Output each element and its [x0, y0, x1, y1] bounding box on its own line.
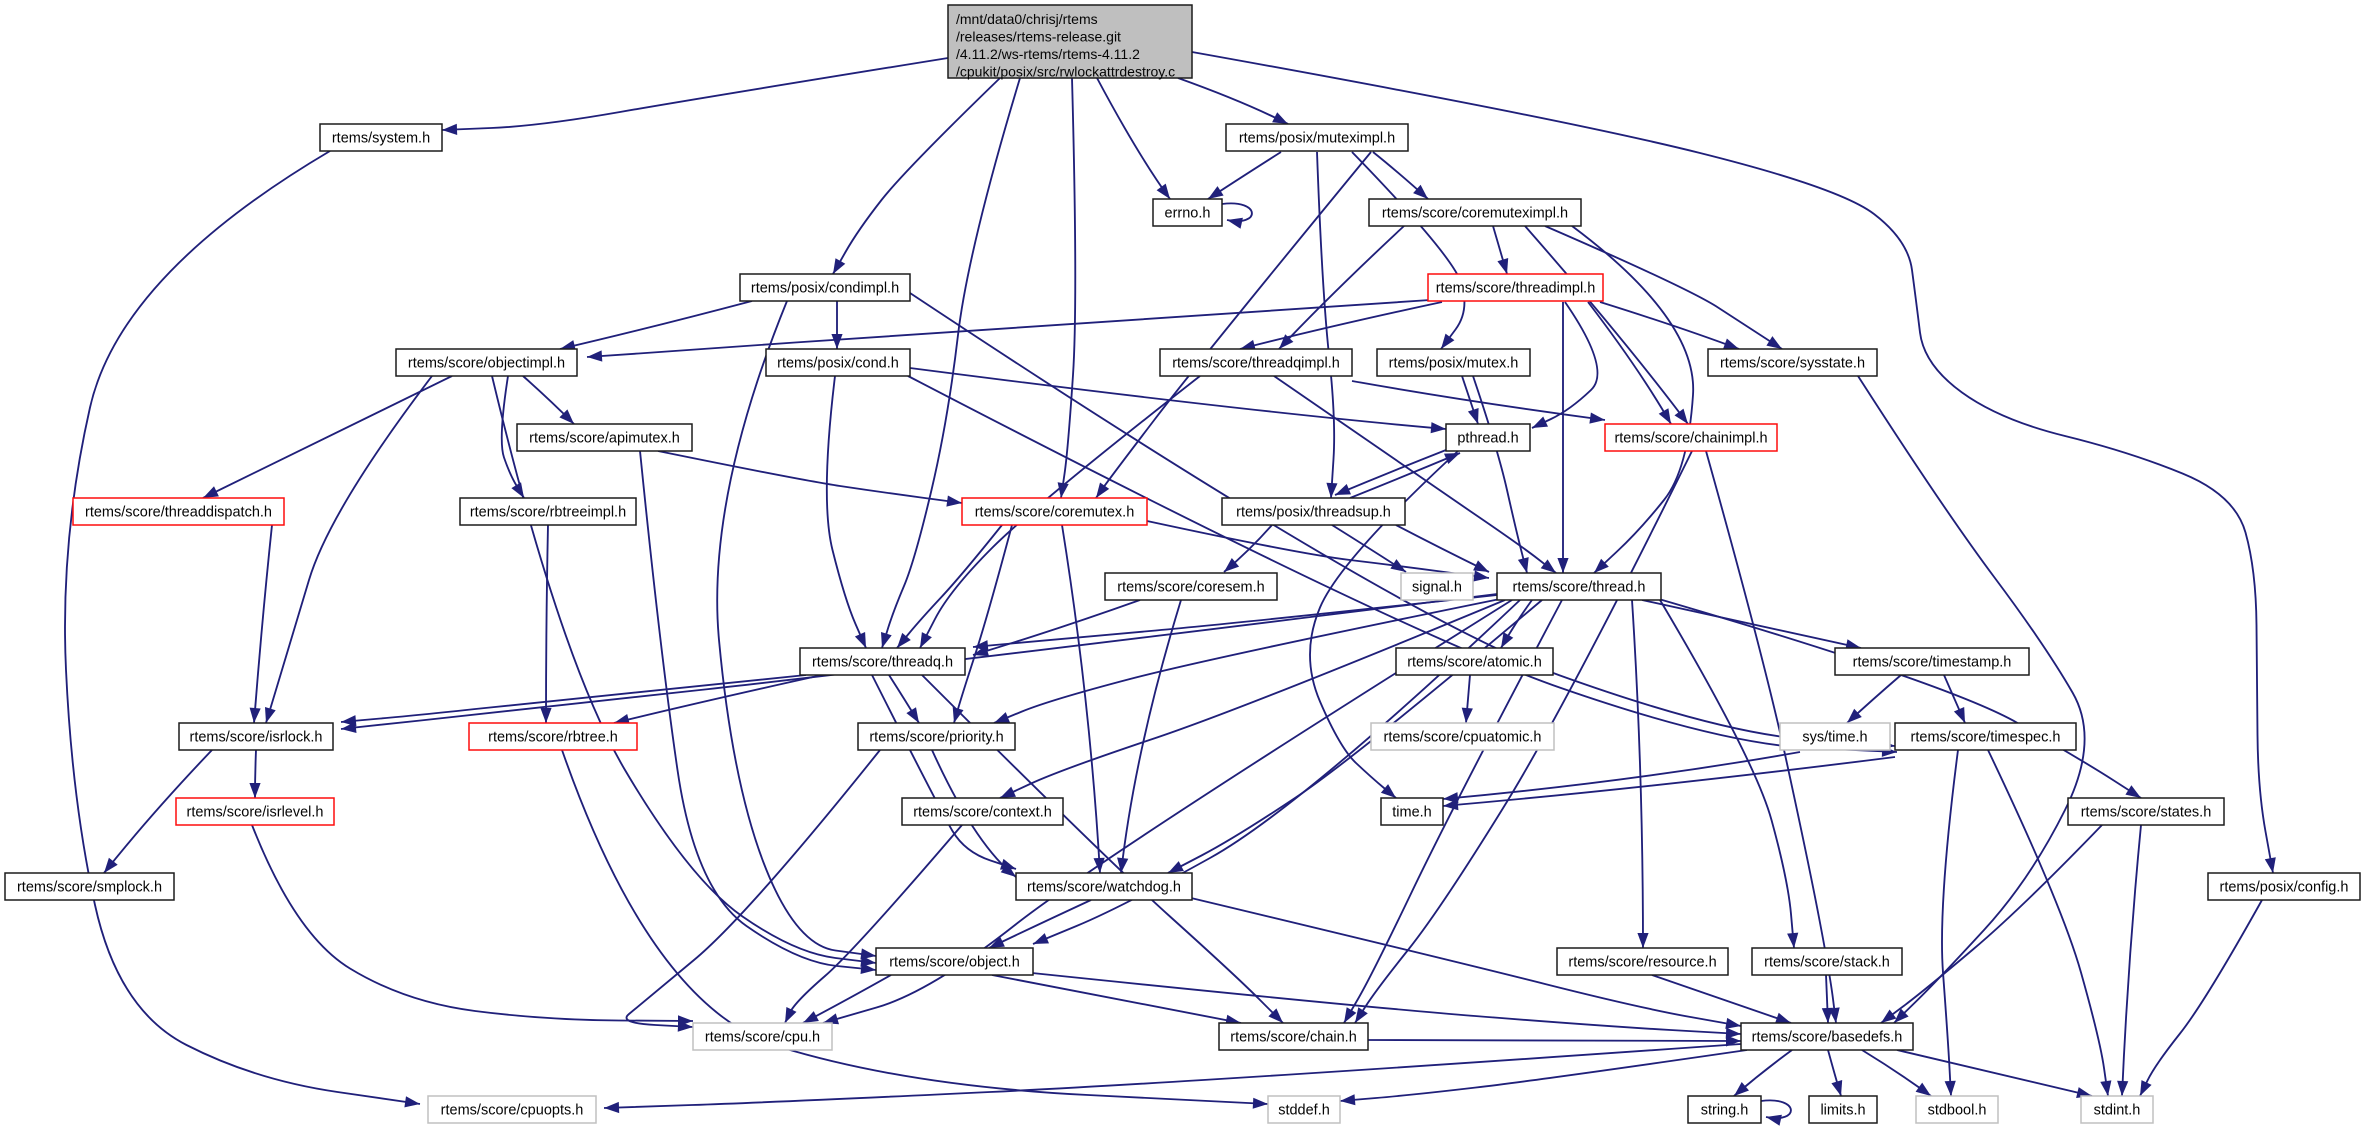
svg-text:pthread.h: pthread.h	[1457, 430, 1518, 446]
svg-text:rtems/posix/mutex.h: rtems/posix/mutex.h	[1389, 355, 1519, 371]
svg-text:rtems/score/apimutex.h: rtems/score/apimutex.h	[529, 430, 680, 446]
svg-text:signal.h: signal.h	[1412, 579, 1462, 595]
svg-text:rtems/score/isrlock.h: rtems/score/isrlock.h	[190, 729, 323, 745]
svg-text:rtems/score/chainimpl.h: rtems/score/chainimpl.h	[1614, 430, 1767, 446]
svg-text:rtems/score/coresem.h: rtems/score/coresem.h	[1117, 579, 1264, 595]
svg-text:/cpukit/posix/src/rwlockattrde: /cpukit/posix/src/rwlockattrdestroy.c	[956, 64, 1175, 80]
svg-text:rtems/score/watchdog.h: rtems/score/watchdog.h	[1027, 879, 1181, 895]
svg-text:rtems/score/chain.h: rtems/score/chain.h	[1230, 1029, 1357, 1045]
svg-text:rtems/score/cpu.h: rtems/score/cpu.h	[705, 1029, 820, 1045]
svg-text:rtems/score/threaddispatch.h: rtems/score/threaddispatch.h	[85, 504, 272, 520]
svg-text:rtems/score/objectimpl.h: rtems/score/objectimpl.h	[408, 355, 565, 371]
svg-text:rtems/score/coremutex.h: rtems/score/coremutex.h	[975, 504, 1135, 520]
svg-text:errno.h: errno.h	[1165, 205, 1211, 221]
svg-text:rtems/score/context.h: rtems/score/context.h	[913, 804, 1052, 820]
svg-text:rtems/system.h: rtems/system.h	[332, 130, 430, 146]
svg-text:rtems/score/isrlevel.h: rtems/score/isrlevel.h	[187, 804, 324, 820]
svg-text:stddef.h: stddef.h	[1278, 1102, 1330, 1118]
svg-text:rtems/posix/config.h: rtems/posix/config.h	[2220, 879, 2349, 895]
svg-text:rtems/score/priority.h: rtems/score/priority.h	[869, 729, 1003, 745]
svg-text:rtems/score/threadimpl.h: rtems/score/threadimpl.h	[1436, 280, 1596, 296]
svg-text:rtems/score/thread.h: rtems/score/thread.h	[1513, 579, 1646, 595]
svg-text:time.h: time.h	[1392, 804, 1432, 820]
svg-text:sys/time.h: sys/time.h	[1802, 729, 1867, 745]
svg-text:rtems/score/sysstate.h: rtems/score/sysstate.h	[1720, 355, 1865, 371]
svg-text:rtems/score/smplock.h: rtems/score/smplock.h	[17, 879, 162, 895]
svg-text:rtems/posix/threadsup.h: rtems/posix/threadsup.h	[1236, 504, 1391, 520]
svg-text:rtems/score/threadq.h: rtems/score/threadq.h	[812, 654, 953, 670]
svg-text:rtems/score/object.h: rtems/score/object.h	[889, 954, 1020, 970]
svg-text:stdint.h: stdint.h	[2094, 1102, 2141, 1118]
svg-text:rtems/score/atomic.h: rtems/score/atomic.h	[1407, 654, 1542, 670]
svg-text:rtems/score/timestamp.h: rtems/score/timestamp.h	[1853, 654, 2012, 670]
svg-text:rtems/posix/cond.h: rtems/posix/cond.h	[777, 355, 899, 371]
svg-text:rtems/posix/condimpl.h: rtems/posix/condimpl.h	[751, 280, 899, 296]
svg-text:stdbool.h: stdbool.h	[1928, 1102, 1987, 1118]
svg-text:rtems/score/coremuteximpl.h: rtems/score/coremuteximpl.h	[1382, 205, 1568, 221]
svg-text:/4.11.2/ws-rtems/rtems-4.11.2: /4.11.2/ws-rtems/rtems-4.11.2	[956, 46, 1140, 62]
svg-text:string.h: string.h	[1701, 1102, 1749, 1118]
svg-text:rtems/score/threadqimpl.h: rtems/score/threadqimpl.h	[1172, 355, 1340, 371]
svg-text:rtems/score/rbtree.h: rtems/score/rbtree.h	[488, 729, 618, 745]
svg-text:rtems/score/states.h: rtems/score/states.h	[2081, 804, 2212, 820]
svg-text:/mnt/data0/chrisj/rtems: /mnt/data0/chrisj/rtems	[956, 11, 1098, 27]
svg-text:rtems/posix/muteximpl.h: rtems/posix/muteximpl.h	[1239, 130, 1395, 146]
svg-text:rtems/score/basedefs.h: rtems/score/basedefs.h	[1752, 1029, 1903, 1045]
svg-text:rtems/score/cpuatomic.h: rtems/score/cpuatomic.h	[1384, 729, 1542, 745]
svg-text:rtems/score/timespec.h: rtems/score/timespec.h	[1911, 729, 2061, 745]
svg-text:rtems/score/resource.h: rtems/score/resource.h	[1568, 954, 1716, 970]
svg-text:rtems/score/cpuopts.h: rtems/score/cpuopts.h	[441, 1102, 584, 1118]
svg-text:limits.h: limits.h	[1820, 1102, 1865, 1118]
svg-text:/releases/rtems-release.git: /releases/rtems-release.git	[956, 29, 1121, 45]
svg-text:rtems/score/rbtreeimpl.h: rtems/score/rbtreeimpl.h	[470, 504, 626, 520]
svg-text:rtems/score/stack.h: rtems/score/stack.h	[1764, 954, 1890, 970]
